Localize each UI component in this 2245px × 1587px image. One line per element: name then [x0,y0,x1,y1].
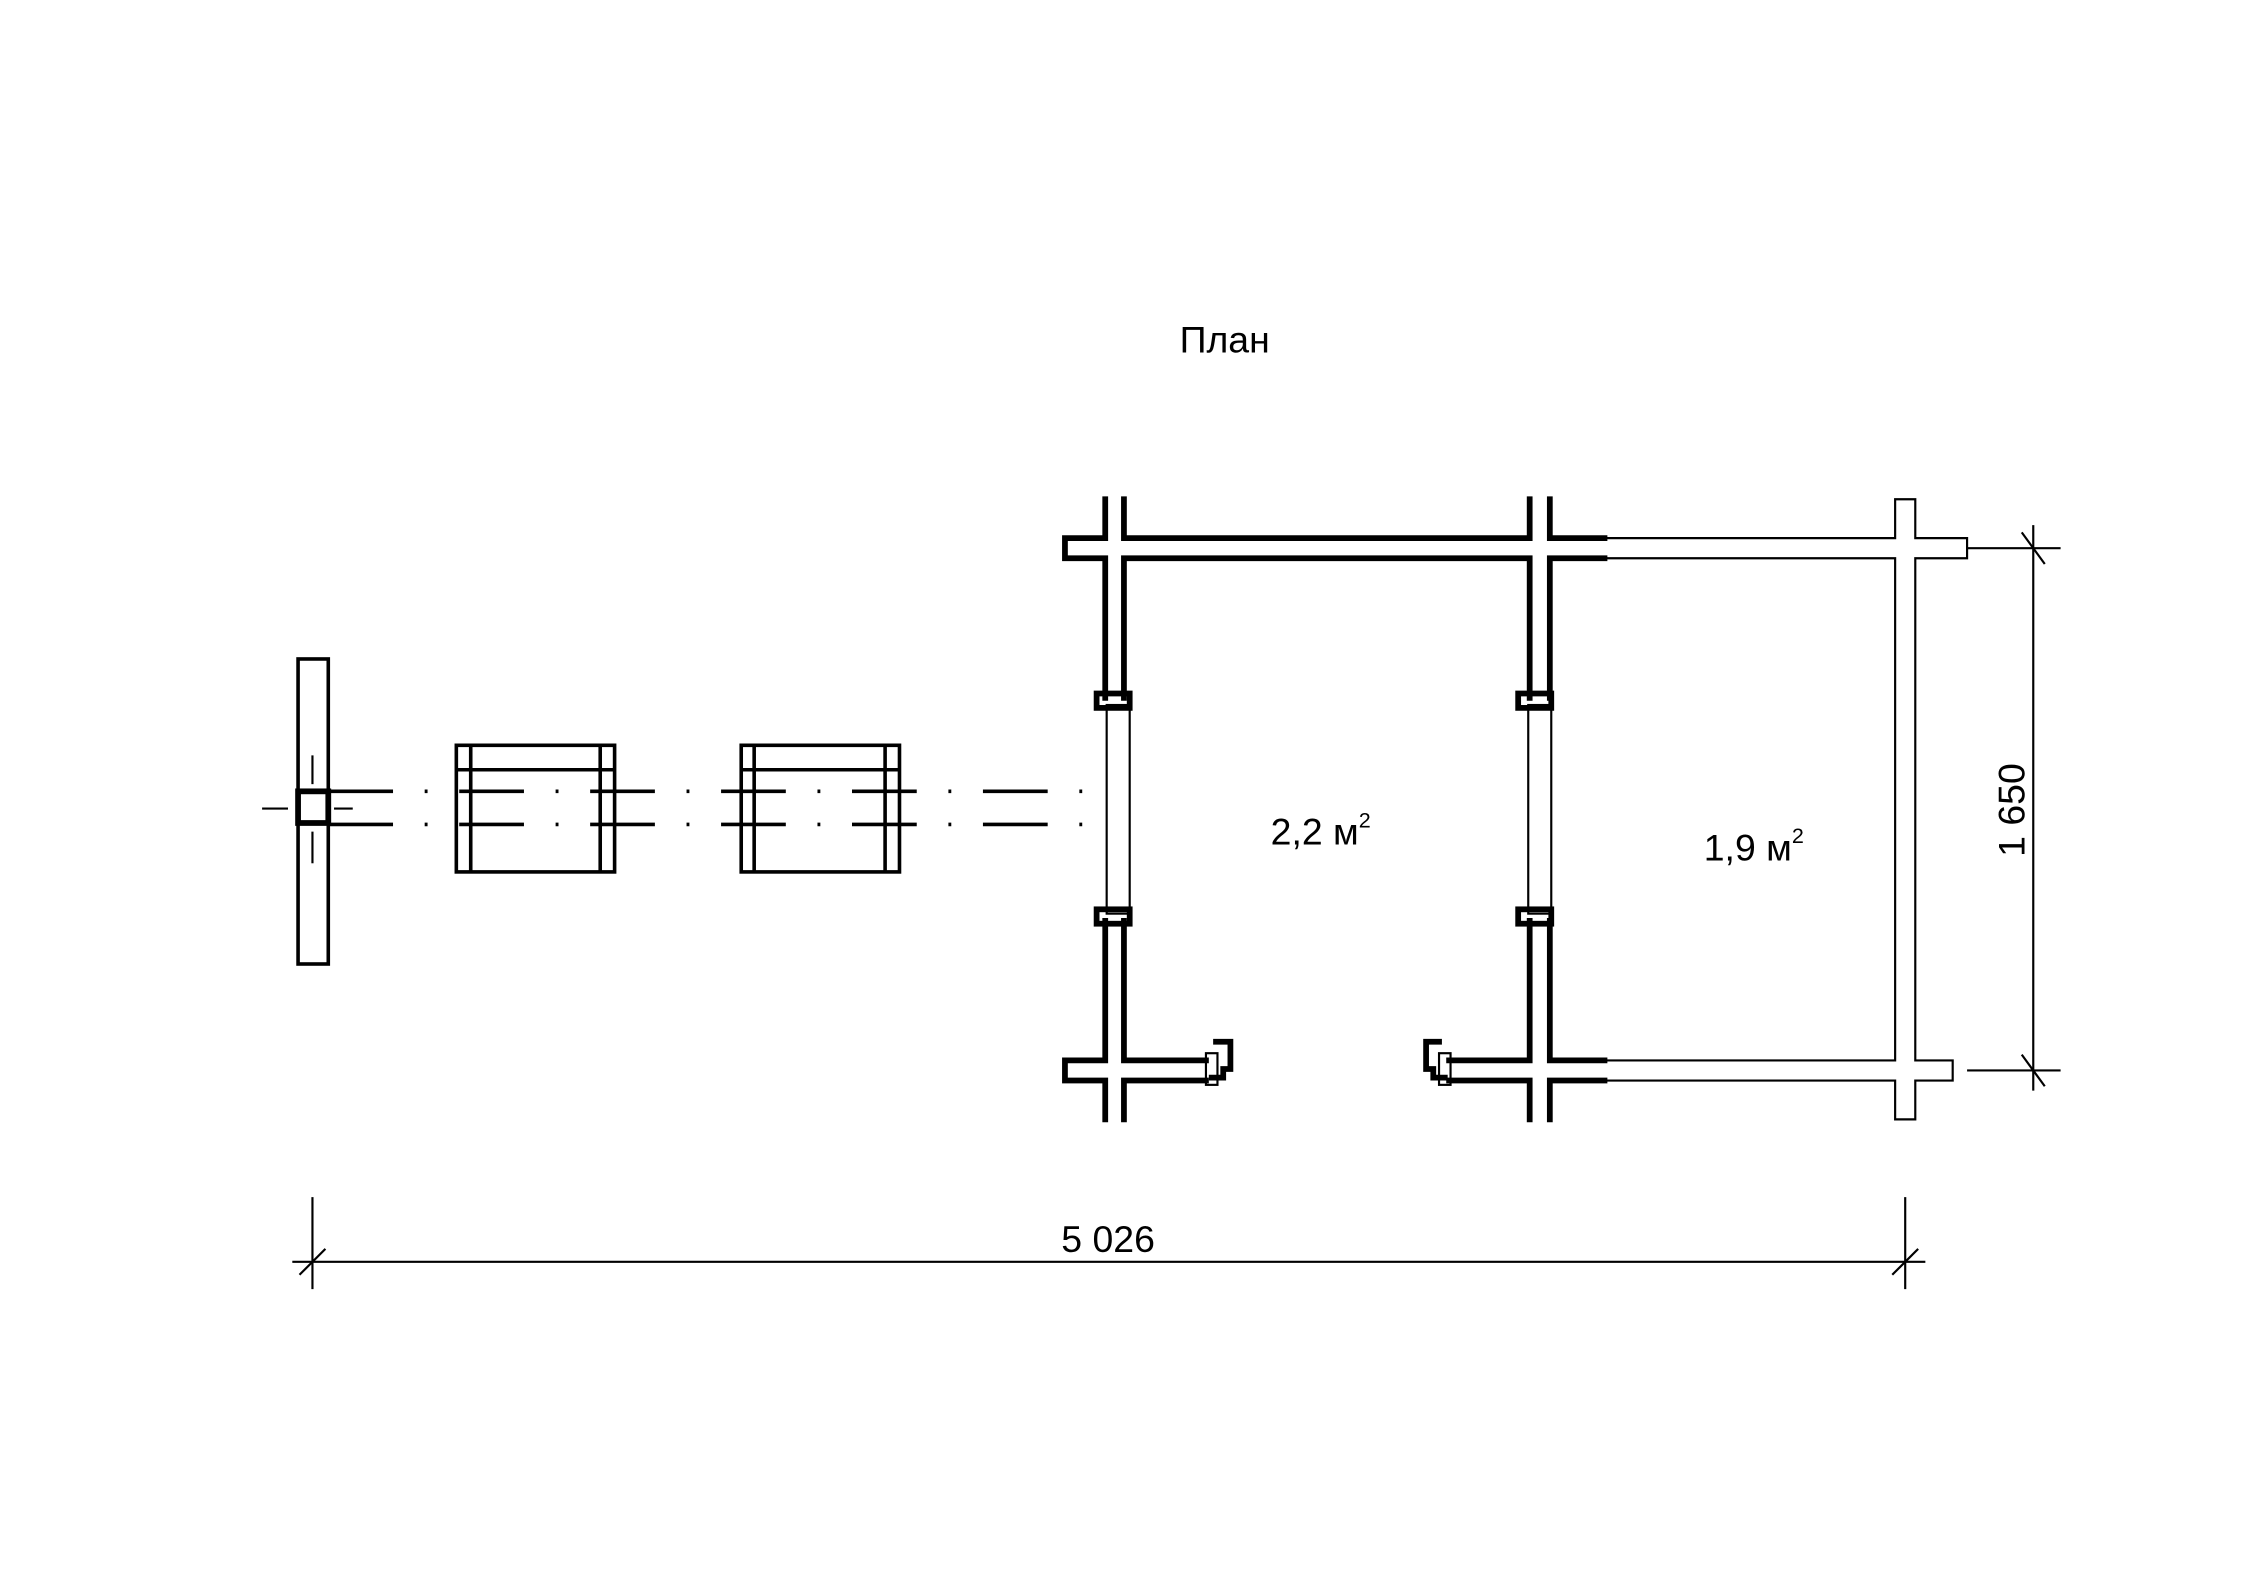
room-area-2: 1,9 м2 [1704,823,1804,868]
walls [1062,496,1608,1123]
dimension-height-label: 1 650 [1991,763,2033,857]
room-area-1: 2,2 м2 [1271,807,1371,852]
opening-left [1093,690,1133,927]
post-left [262,657,353,966]
plan-title: План [1180,319,1270,361]
door-jambs [1204,1038,1452,1086]
opening-middle [1515,690,1555,927]
dimension-width: 5 026 [292,1197,1926,1290]
bench-1 [454,743,617,874]
bench-2 [739,743,902,874]
dimension-width-label: 5 026 [1061,1218,1155,1260]
canopy-frame [1604,498,1969,1121]
dimension-height: 1 650 [1967,525,2061,1091]
